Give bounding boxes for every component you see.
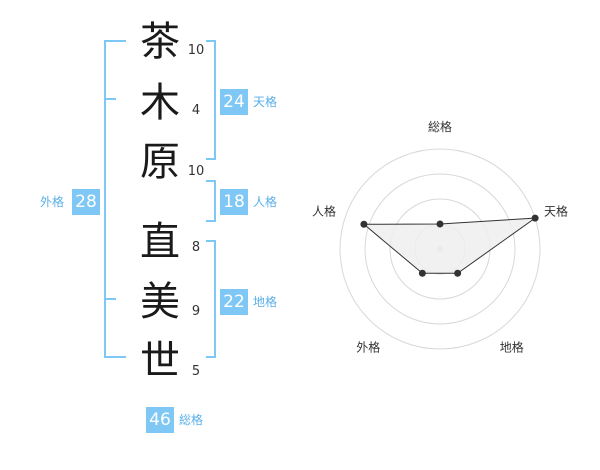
jinkaku-badge: 18 (220, 189, 248, 215)
soukaku-label: 総格 (179, 413, 204, 427)
jinkaku-bracket (214, 180, 216, 222)
radar-axis-label-2: 天格 (544, 203, 568, 218)
radar-point-4 (418, 269, 426, 277)
gaikaku-bracket-tick-mid1 (104, 98, 116, 100)
jinkaku-bracket-tick-top (206, 180, 216, 182)
gaikaku-label: 外格 (40, 195, 65, 209)
name-char-6: 世 (140, 338, 180, 384)
stroke-count-5: 9 (191, 304, 201, 319)
chikaku-bracket (214, 240, 216, 358)
radar-point-2 (531, 214, 539, 222)
stroke-count-6: 5 (191, 364, 201, 379)
gaikaku-bracket-tick-top (104, 40, 126, 42)
radar-ring-4 (339, 148, 541, 350)
tenkaku-bracket-tick-bottom (206, 158, 216, 160)
name-char-4: 直 (140, 219, 180, 265)
name-char-1: 茶 (140, 19, 180, 65)
name-char-3: 原 (140, 139, 180, 185)
radar-polygon (362, 217, 537, 274)
tenkaku-bracket-tick-top (206, 40, 216, 42)
radar-axis-label-4: 外格 (356, 340, 380, 355)
tenkaku-label: 天格 (253, 95, 278, 109)
chikaku-bracket-tick-bottom (206, 356, 216, 358)
name-char-2: 木 (140, 80, 180, 126)
chikaku-badge: 22 (220, 289, 248, 315)
jinkaku-label: 人格 (253, 195, 278, 209)
stroke-count-3: 10 (187, 164, 205, 179)
radar-axis-label-3: 地格 (500, 340, 524, 355)
radar-point-1 (436, 220, 444, 228)
tenkaku-bracket (214, 40, 216, 160)
radar-ring-3 (364, 173, 516, 325)
tenkaku-badge: 24 (220, 89, 248, 115)
name-char-5: 美 (140, 279, 180, 325)
gaikaku-bracket (104, 40, 106, 358)
chikaku-bracket-tick-top (206, 240, 216, 242)
jinkaku-bracket-tick-bottom (206, 220, 216, 222)
gaikaku-bracket-tick-mid2 (104, 298, 116, 300)
radar-axis-label-5: 人格 (312, 203, 336, 218)
gaikaku-badge: 28 (72, 189, 100, 215)
stroke-count-4: 8 (191, 240, 201, 255)
stroke-count-1: 10 (187, 43, 205, 58)
gaikaku-bracket-tick-bottom (104, 356, 126, 358)
stroke-count-2: 4 (191, 103, 201, 118)
chikaku-label: 地格 (253, 295, 278, 309)
radar-point-3 (454, 269, 462, 277)
radar-axis-label-1: 総格 (428, 119, 452, 134)
soukaku-badge: 46 (146, 407, 174, 433)
radar-point-5 (360, 220, 368, 228)
